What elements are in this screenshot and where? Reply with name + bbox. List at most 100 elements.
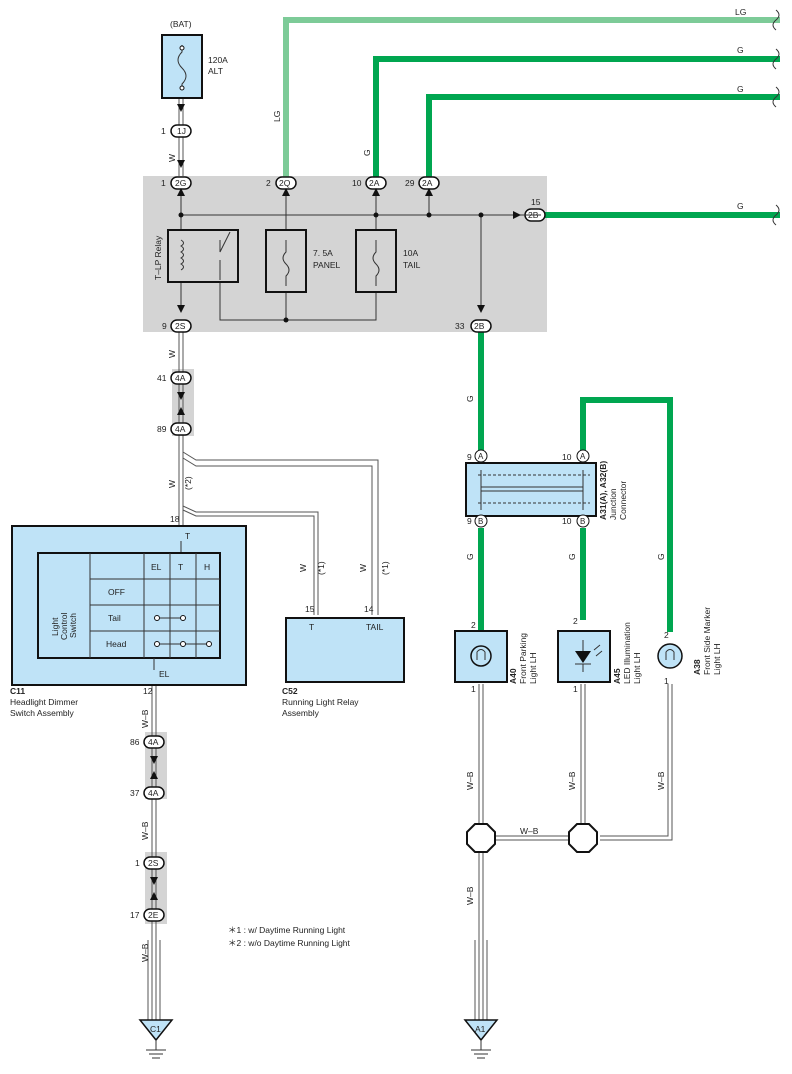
running-light-relay-box [285,617,405,683]
connector-1J [170,124,192,138]
fuse-panel-icon [282,240,290,286]
a38-pin-bottom: 1 [664,676,669,686]
wire-label-lg-vert: LG [272,111,282,122]
note-1: ＊1 : w/ Daytime Running Light [228,925,346,935]
fuse-panel-amp: 7. 5A [313,248,333,258]
fuse-tail-amp: 10A [403,248,418,258]
relay-label: T–LP Relay [153,235,163,280]
wire-label-g-vert-1: G [362,149,372,156]
connector-2E-17-pin: 17 [130,910,140,920]
splice-left [466,823,496,853]
wire-label-wb-3: W–B [140,943,150,962]
connector-2B-33-pin: 33 [455,321,465,331]
wire-label-g-vert-4: G [567,553,577,560]
connector-arrows [150,104,521,900]
fuse-tail-name: TAIL [403,260,421,270]
switch-terminal-t: T [185,531,190,541]
connector-2B-33-id: 2B [474,321,485,331]
connector-2S-1-id: 2S [148,858,159,868]
connector-2S-9-pin: 9 [162,321,167,331]
c52-pin-tail: 14 [364,604,374,614]
ground-c1-icon [146,1040,166,1059]
wire-label-wb-4: W–B [465,771,475,790]
connector-2S-1-pin: 1 [135,858,140,868]
wire-label-wb-2: W–B [140,821,150,840]
fuse-120a-alt: ALT [208,66,223,76]
connector-2E-17 [143,908,165,922]
connector-4A-37 [143,786,165,800]
switch-row-head: Head [106,639,127,649]
ground-a1-label: A1 [475,1024,486,1034]
a38-pin-top: 2 [664,630,669,640]
wire-label-g-vert-2: G [465,395,475,402]
side-marker-light-icon [657,643,683,669]
fuse-120a-icon [177,45,187,90]
wire-label-g-3: G [737,201,744,211]
junction-connector-box [465,462,597,517]
connector-4A-37-id: 4A [148,788,159,798]
front-parking-light-box [454,630,508,683]
junction-a10-id: A [580,452,586,461]
wire-label-wb-5: W–B [567,771,577,790]
switch-side-label-2: Control [59,612,69,640]
wire-label-lg-top: LG [735,7,746,17]
a45-pin-top: 2 [573,616,578,626]
switch-col-h: H [204,562,210,572]
junction-b10 [576,514,590,528]
note-mark-1b: (*1) [380,561,390,575]
wire-end-g1 [772,48,780,70]
wire-g-junction-a10 [580,397,673,632]
a40-name-1: Front Parking [518,633,528,684]
wire-end-lg [772,9,780,31]
fuse-120a-amp: 120A [208,55,228,65]
connector-4A-89 [170,422,192,436]
connector-2G-id: 2G [175,178,186,188]
wire-label-g-2: G [737,84,744,94]
c52-name-1: Running Light Relay [282,697,359,707]
connector-2Q-pin: 2 [266,178,271,188]
fuse-tail-icon [372,240,380,286]
connector-4A-86-pin: 86 [130,737,140,747]
a45-name-1: LED Illumination [622,622,632,684]
switch-side-label-3: Switch [68,613,78,638]
wire-label-w-3: W [167,480,177,488]
connector-4A-41-pin: 41 [157,373,167,383]
junction-internals [478,470,590,510]
c52-name-2: Assembly [282,708,320,718]
connector-2A-29-id: 2A [422,178,433,188]
switch-name-2: Switch Assembly [10,708,75,718]
connector-4A-89-id: 4A [175,424,186,434]
splice-right [568,823,598,853]
ground-c1-triangle [138,1019,174,1042]
wire-label-wb-7: W–B [520,826,539,836]
bat-label: (BAT) [170,19,192,29]
connector-2S-9-id: 2S [175,321,186,331]
c52-pin-t: 15 [305,604,315,614]
junction-name-1: Junction [608,488,618,520]
note-mark-2: (*2) [183,476,193,490]
a40-pin-bottom: 1 [471,684,476,694]
junction-b10-pin: 10 [562,516,572,526]
c52-term-tail: TAIL [366,622,384,632]
relay-coil-icon [180,239,184,271]
wire-g-top-1 [373,56,780,182]
wire-label-w-c52-1: W [298,564,308,572]
connector-2S-9 [170,319,192,333]
c52-code: C52 [282,686,298,696]
wire-label-w-c52-2: W [358,564,368,572]
switch-table-grid [89,553,220,658]
wire-end-g3 [772,204,780,226]
wire-label-wb-6: W–B [656,771,666,790]
connector-2A-10-id: 2A [369,178,380,188]
switch-pin-top: 18 [170,514,180,524]
connector-2B-15-pin: 15 [531,197,541,207]
switch-name-1: Headlight Dimmer [10,697,78,707]
a38-code: A38 [692,659,702,675]
switch-side-label-1: Light [50,617,60,636]
connector-2A-29-pin: 29 [405,178,415,188]
ground-a1-icon [471,1040,491,1059]
switch-row-off: OFF [108,587,125,597]
connector-2E-17-id: 2E [148,910,159,920]
bulb-icon [470,645,492,667]
